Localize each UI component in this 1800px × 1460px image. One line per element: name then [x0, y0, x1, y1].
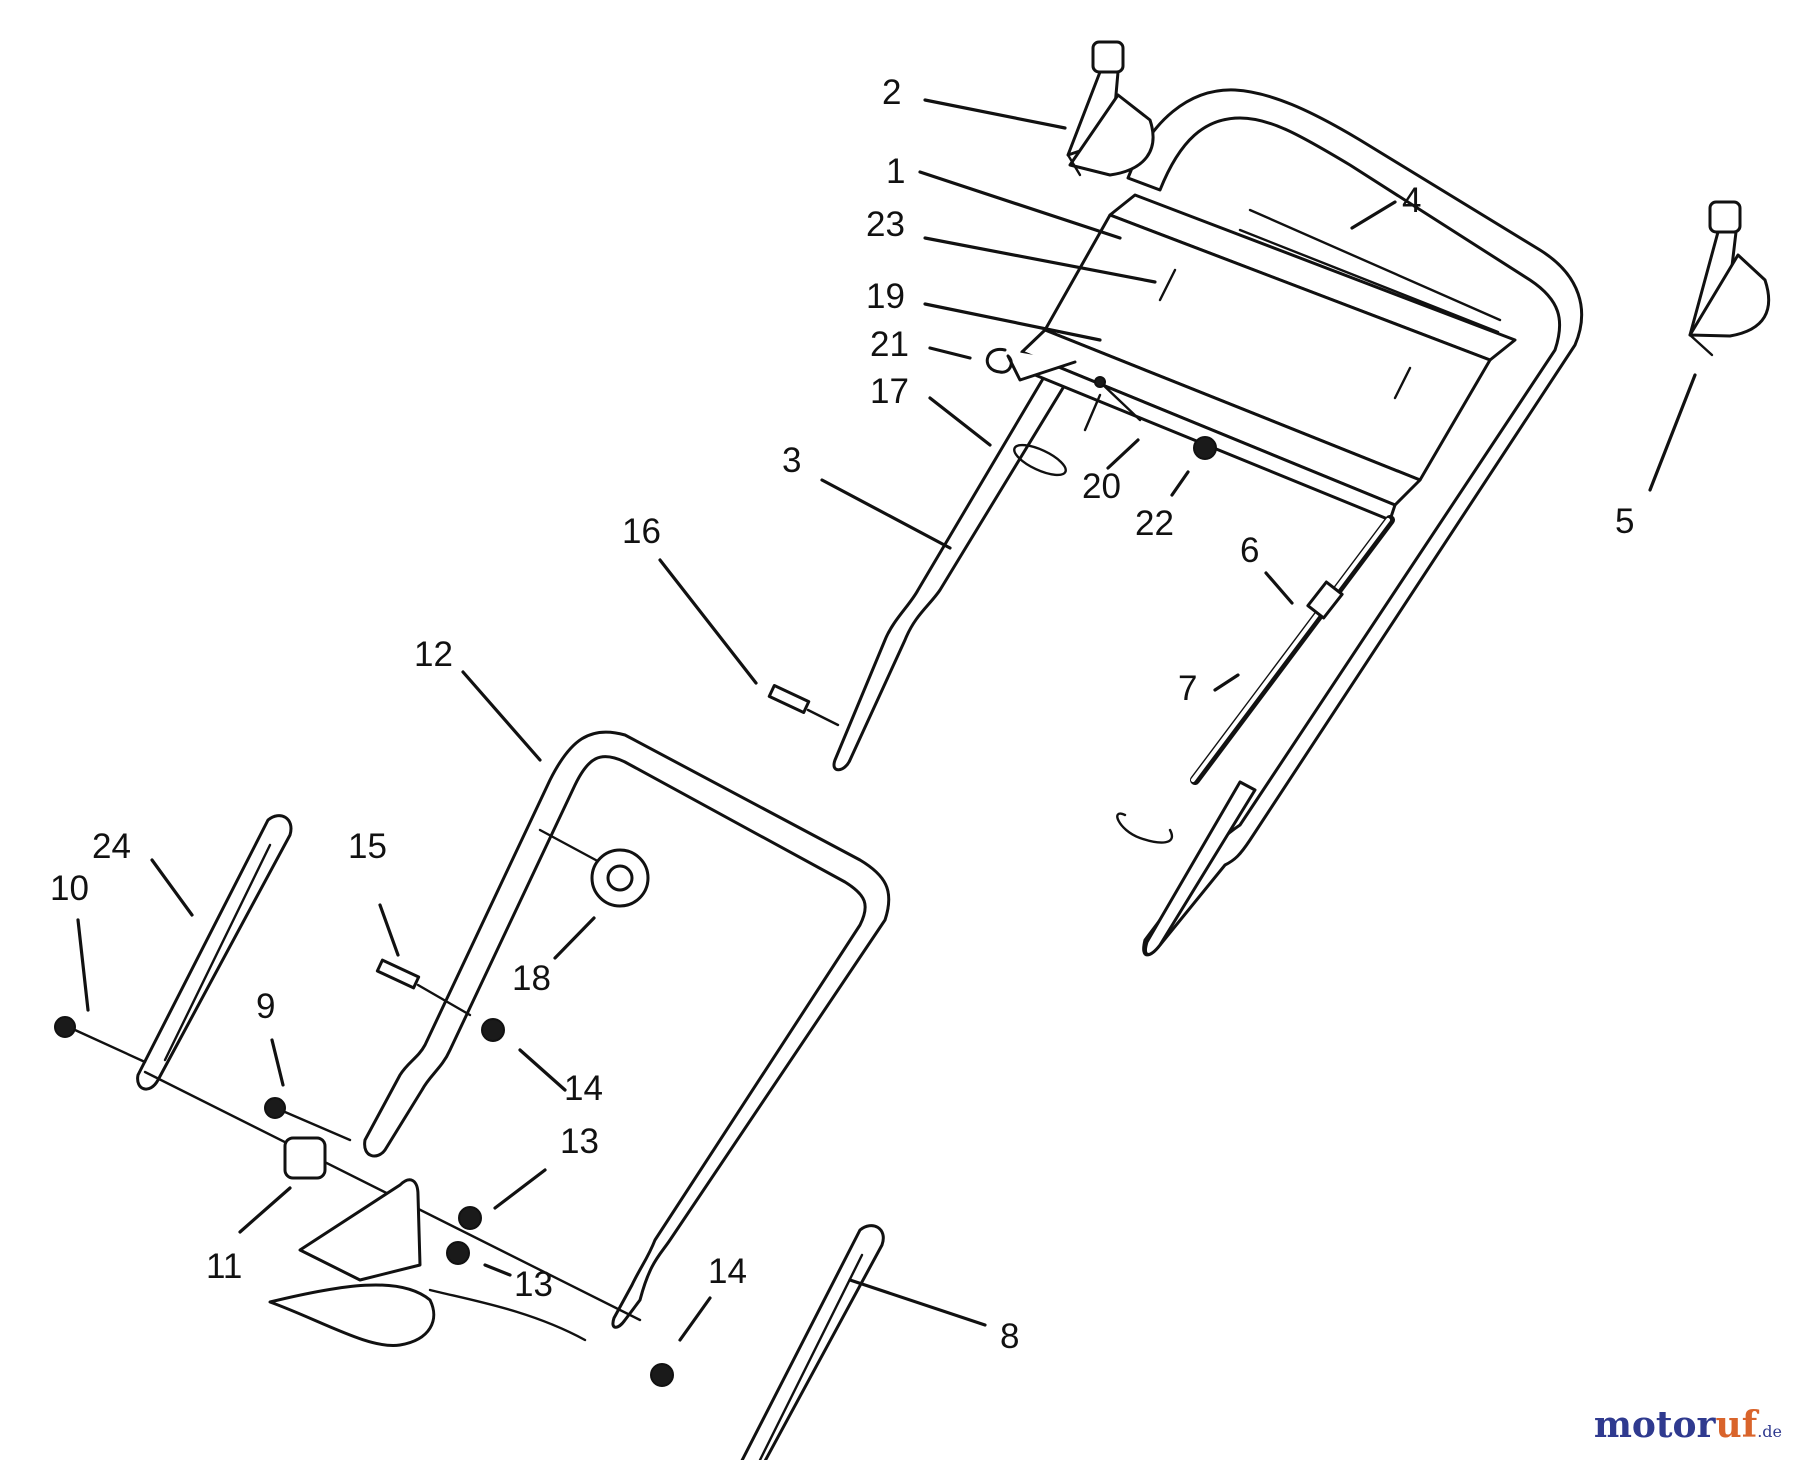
nut-14b [650, 1363, 674, 1387]
callout-15: 15 [348, 827, 387, 866]
lower-handle-tube [363, 730, 891, 1329]
callout-13-upper: 13 [560, 1122, 599, 1161]
callout-10: 10 [50, 869, 89, 908]
wire-form-clip [1013, 443, 1067, 477]
bolt-10 [54, 1016, 147, 1064]
callout-24: 24 [92, 827, 131, 866]
leader-lines [76, 98, 1697, 1342]
lower-handle [363, 684, 891, 1329]
control-lever-right [1688, 200, 1771, 357]
callout-20: 20 [1082, 467, 1121, 506]
callout-23: 23 [866, 205, 905, 244]
callout-4: 4 [1402, 181, 1421, 220]
callout-9: 9 [256, 987, 275, 1026]
spacer-11 [283, 1136, 327, 1180]
cable-tie-clip [1116, 812, 1174, 844]
nut-13a [458, 1206, 482, 1230]
watermark-suffix: .de [1757, 1422, 1782, 1441]
callout-17: 17 [870, 372, 909, 411]
callout-7: 7 [1178, 669, 1197, 708]
callout-6: 6 [1240, 531, 1259, 570]
callout-14-upper: 14 [564, 1069, 603, 1108]
callout-11: 11 [206, 1247, 242, 1286]
callout-21: 21 [870, 325, 909, 364]
handle-bracket-right [740, 1224, 885, 1460]
callout-labels: 2 1 4 23 19 21 17 3 20 22 5 6 16 7 12 24… [50, 73, 1634, 1356]
callout-3: 3 [782, 441, 801, 480]
upper-handle-right-leg [1144, 780, 1257, 956]
cable-adjuster [1306, 580, 1344, 620]
carriage-bolt [375, 958, 421, 990]
callout-13-lower: 13 [514, 1265, 553, 1304]
deck-fragment [268, 1178, 587, 1348]
callout-5: 5 [1615, 502, 1634, 541]
watermark-part-b: uf [1715, 1404, 1758, 1446]
panel-bolt [1098, 380, 1142, 422]
callout-12: 12 [414, 635, 453, 674]
callout-22: 22 [1135, 504, 1174, 543]
upper-handle [832, 88, 1583, 957]
upper-handle-left-leg [832, 348, 1082, 772]
cable-clip [985, 347, 1077, 382]
callout-14-lower: 14 [708, 1252, 747, 1291]
handle-bracket-left [136, 814, 293, 1091]
panel-nut [1193, 436, 1217, 460]
watermark-logo: motoruf.de [1594, 1404, 1782, 1446]
bolt-9 [264, 1097, 352, 1142]
control-lever-top [1066, 40, 1155, 177]
nut-13b [446, 1241, 470, 1265]
callout-18: 18 [512, 959, 551, 998]
callout-16: 16 [622, 512, 661, 551]
watermark-part-a: motor [1593, 1404, 1716, 1446]
callout-19: 19 [866, 277, 905, 316]
hex-bolt [767, 684, 811, 714]
callout-2: 2 [882, 73, 901, 112]
callout-8: 8 [1000, 1317, 1019, 1356]
callout-1: 1 [886, 152, 905, 191]
